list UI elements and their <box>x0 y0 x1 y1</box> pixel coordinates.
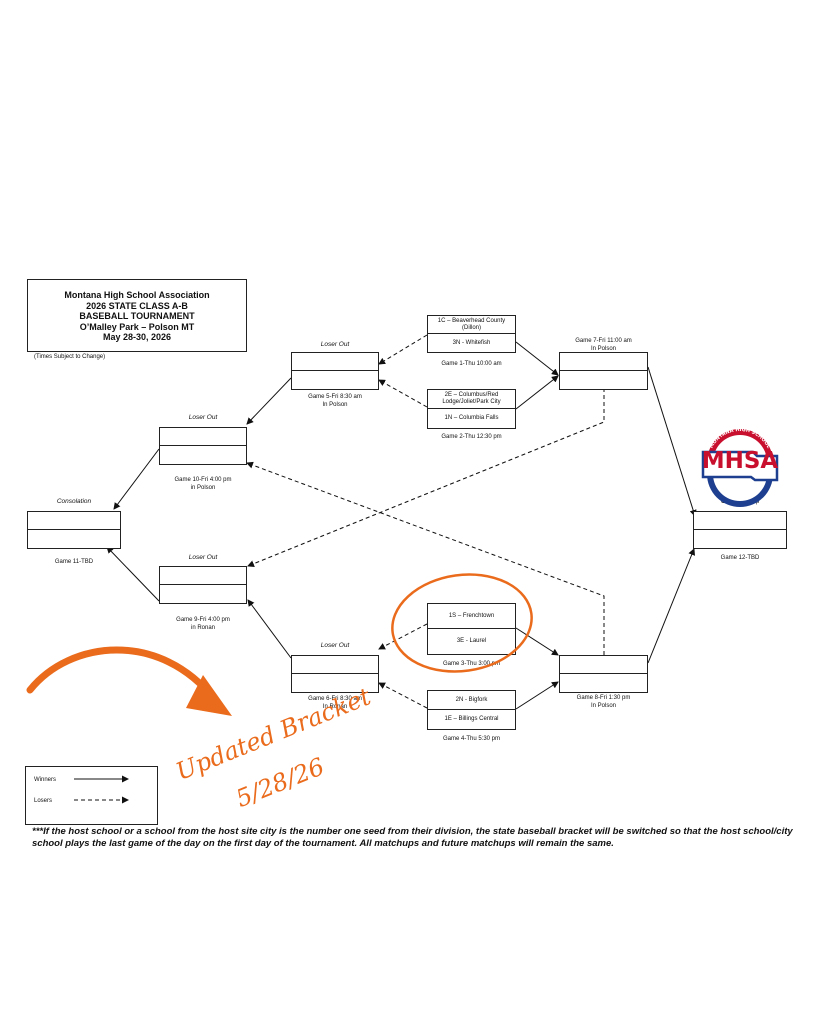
game-1-team-bottom: 3N - Whitefish <box>452 339 491 346</box>
legend-lines <box>74 775 129 804</box>
game-6-slot-top <box>292 656 378 674</box>
connector-g1-g7 <box>515 341 559 376</box>
connector-g8-g10 <box>246 461 605 655</box>
connector-g5-g10 <box>246 377 292 425</box>
game-2-box: 2E – Columbus/Red Lodge/Joliet/Park City… <box>427 389 516 429</box>
game-12-box <box>693 511 787 549</box>
footer-note: ***If the host school or a school from t… <box>32 826 793 849</box>
game-1-box: 1C – Beaverhead County (Dillon) 3N - Whi… <box>427 315 516 353</box>
game-8-slot-top <box>560 656 647 674</box>
game-3-label: Game 3-Thu 3:00 pm <box>442 661 501 667</box>
connector-g2-g5 <box>378 379 428 408</box>
game-7-label: Game 7-Fri 11:00 am In Polson <box>559 337 648 353</box>
header-line-5: May 28-30, 2026 <box>102 332 172 343</box>
header-line-4: O’Malley Park – Polson MT <box>79 321 195 332</box>
game-6-time: Game 6-Fri 8:30 am <box>308 696 362 702</box>
game-6-site: In Ronan <box>322 704 348 710</box>
legend-losers-label: Losers <box>34 798 53 804</box>
game-11-box <box>27 511 121 549</box>
connector-g4-g8 <box>515 681 559 710</box>
game-5-label: Game 5-Fri 8:30 am In Polson <box>291 393 379 409</box>
game-3-box: 1S – Frenchtown 3E - Laurel <box>427 603 516 655</box>
game-9-site: in Ronan <box>190 625 216 631</box>
legend: Winners Losers <box>25 766 158 825</box>
game-3-team-bottom: 3E - Laurel <box>456 638 487 644</box>
game-6-label: Game 6-Fri 8:30 am In Ronan <box>291 695 379 711</box>
game-10-time: Game 10-Fri 4:00 pm <box>174 477 232 483</box>
game-1-team-top: 1C – Beaverhead County (Dillon) <box>428 316 515 334</box>
game-12-slot-top <box>694 512 786 530</box>
connector-g10-g11 <box>113 448 160 510</box>
game-11-slot-top <box>28 512 120 530</box>
game-5-box <box>291 352 379 390</box>
game-7-time: Game 7-Fri 11:00 am <box>575 338 632 344</box>
game-7-slot-top <box>560 353 647 371</box>
game-7-box <box>559 352 648 390</box>
game-4-label: Game 4-Thu 5:30 pm <box>442 736 501 742</box>
game-5-slot-top <box>292 353 378 371</box>
game-11-title: Consolation <box>56 498 92 505</box>
game-10-slot-top <box>160 428 246 446</box>
curved-arrow-shaft <box>26 646 219 704</box>
connector-g1-g5 <box>378 334 428 365</box>
game-3-highlight-circle <box>391 573 533 673</box>
game-4-team-bottom: 1E – Billings Central <box>444 716 499 722</box>
game-10-label: Game 10-Fri 4:00 pm in Polson <box>159 476 247 492</box>
game-5-site: In Polson <box>322 402 348 408</box>
header-line-3: BASEBALL TOURNAMENT <box>79 311 195 322</box>
game-11-label: Game 11-TBD <box>54 559 94 565</box>
game-2-label: Game 2-Thu 12:30 pm <box>441 434 502 440</box>
connector-g7-g12 <box>647 366 697 517</box>
connector-g7-g9 <box>247 388 605 567</box>
curved-arrow-head <box>186 675 232 716</box>
game-8-site: In Polson <box>590 703 617 709</box>
game-5-title: Loser Out <box>320 341 350 348</box>
game-6-box <box>291 655 379 693</box>
game-8-box <box>559 655 648 693</box>
game-12-label: Game 12-TBD <box>720 555 760 561</box>
times-note: (Times Subject to Change) <box>34 354 106 360</box>
legend-winners-label: Winners <box>34 777 57 783</box>
game-6-title: Loser Out <box>320 642 350 649</box>
game-10-title: Loser Out <box>188 414 218 421</box>
mhsa-logo: MONTANA HIGH SCHOOL ASSOCIATION <box>701 427 779 507</box>
connector-g3-g8 <box>515 627 559 656</box>
game-2-team-bottom: 1N – Columbia Falls <box>444 415 499 421</box>
game-3-team-top: 1S – Frenchtown <box>428 604 515 629</box>
game-9-time: Game 9-Fri 4:00 pm <box>176 617 230 623</box>
connector-g3-g6 <box>378 623 428 650</box>
logo-wordmark: MHSA <box>701 448 779 474</box>
header-line-1: Montana High School Association <box>64 290 210 300</box>
game-8-time: Game 8-Fri 1:30 pm <box>576 695 631 701</box>
game-9-title: Loser Out <box>188 554 218 561</box>
game-7-site: In Polson <box>590 346 617 352</box>
game-9-box <box>159 566 247 604</box>
game-2-team-top: 2E – Columbus/Red Lodge/Joliet/Park City <box>428 390 515 409</box>
header-line-2: 2026 STATE CLASS A-B <box>86 300 188 311</box>
game-1-label: Game 1-Thu 10:00 am <box>441 361 502 367</box>
connector-g8-g12 <box>647 548 696 664</box>
game-9-label: Game 9-Fri 4:00 pm in Ronan <box>159 616 247 632</box>
game-10-site: in Polson <box>190 485 216 491</box>
connector-g6-g9 <box>247 599 292 659</box>
game-10-box <box>159 427 247 465</box>
game-5-time: Game 5-Fri 8:30 am <box>308 394 362 400</box>
connector-g4-g6 <box>378 682 428 709</box>
tournament-header: Montana High School Association 2026 STA… <box>27 279 247 352</box>
game-4-team-top: 2N - Bigfork <box>428 691 515 710</box>
connector-g9-g11 <box>106 546 160 602</box>
game-4-box: 2N - Bigfork 1E – Billings Central <box>427 690 516 730</box>
game-8-label: Game 8-Fri 1:30 pm In Polson <box>559 694 648 710</box>
game-9-slot-top <box>160 567 246 585</box>
connector-g2-g7 <box>515 375 559 410</box>
